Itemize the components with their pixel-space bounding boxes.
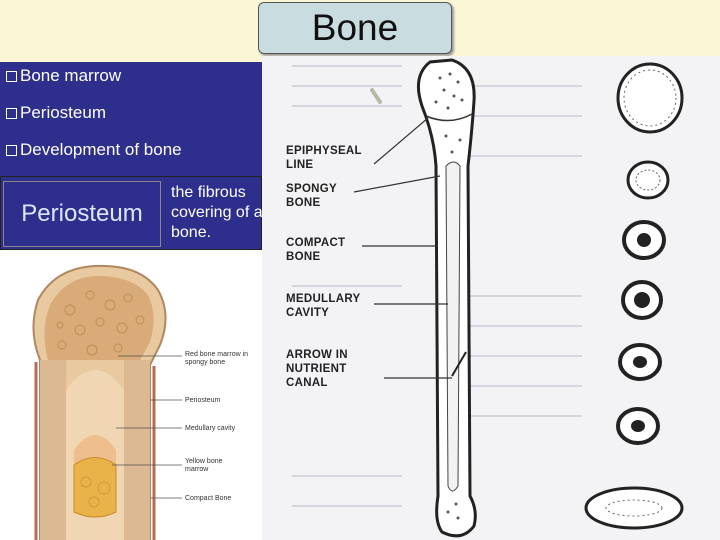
- bone-marrow-illustration: Red bone marrow in spongy bone Periosteu…: [0, 250, 262, 540]
- checkbox-bullet-icon: [6, 107, 17, 119]
- definition-box: Periosteum the fibrous covering of a bon…: [0, 176, 263, 250]
- bullet-item: Development of bone: [6, 140, 182, 160]
- bullet-text: Development of bone: [20, 140, 182, 159]
- slide-title-box: Bone: [258, 2, 452, 54]
- bullet-text: Periosteum: [20, 103, 106, 122]
- definition-text: the fibrous covering of a bone.: [171, 184, 263, 241]
- label-spongy-bone: SPONGY BONE: [286, 183, 337, 209]
- label-epiphyseal-line: EPIPHYSEAL LINE: [286, 145, 362, 171]
- label-periosteum: Periosteum: [185, 397, 221, 404]
- checkbox-bullet-icon: [6, 70, 17, 82]
- label-medullary-cavity: Medullary cavity: [185, 425, 236, 432]
- bullet-item: Periosteum: [6, 103, 106, 123]
- label-compact-bone: Compact Bone: [185, 495, 232, 502]
- checkbox-bullet-icon: [6, 144, 17, 156]
- slide-title: Bone: [311, 7, 399, 48]
- bullet-text: Bone marrow: [20, 66, 122, 85]
- long-bone-diagram: EPIPHYSEAL LINE SPONGY BONE COMPACT BONE…: [262, 56, 720, 540]
- bullet-panel: Bone marrow Periosteum Development of bo…: [0, 62, 262, 176]
- bone-cutaway-drawing: [32, 264, 182, 540]
- label-yellow-marrow: Yellow bone marrow: [185, 458, 223, 473]
- label-compact-bone-diagram: COMPACT BONE: [286, 237, 346, 263]
- long-bone-drawing: [292, 58, 684, 538]
- label-medullary-cavity-diagram: MEDULLARY CAVITY: [286, 293, 361, 319]
- bullet-item: Bone marrow: [6, 66, 121, 86]
- definition-term: Periosteum: [3, 181, 161, 247]
- label-nutrient-canal: ARROW IN NUTRIENT CANAL: [286, 349, 348, 389]
- label-red-marrow: Red bone marrow in spongy bone: [185, 351, 249, 366]
